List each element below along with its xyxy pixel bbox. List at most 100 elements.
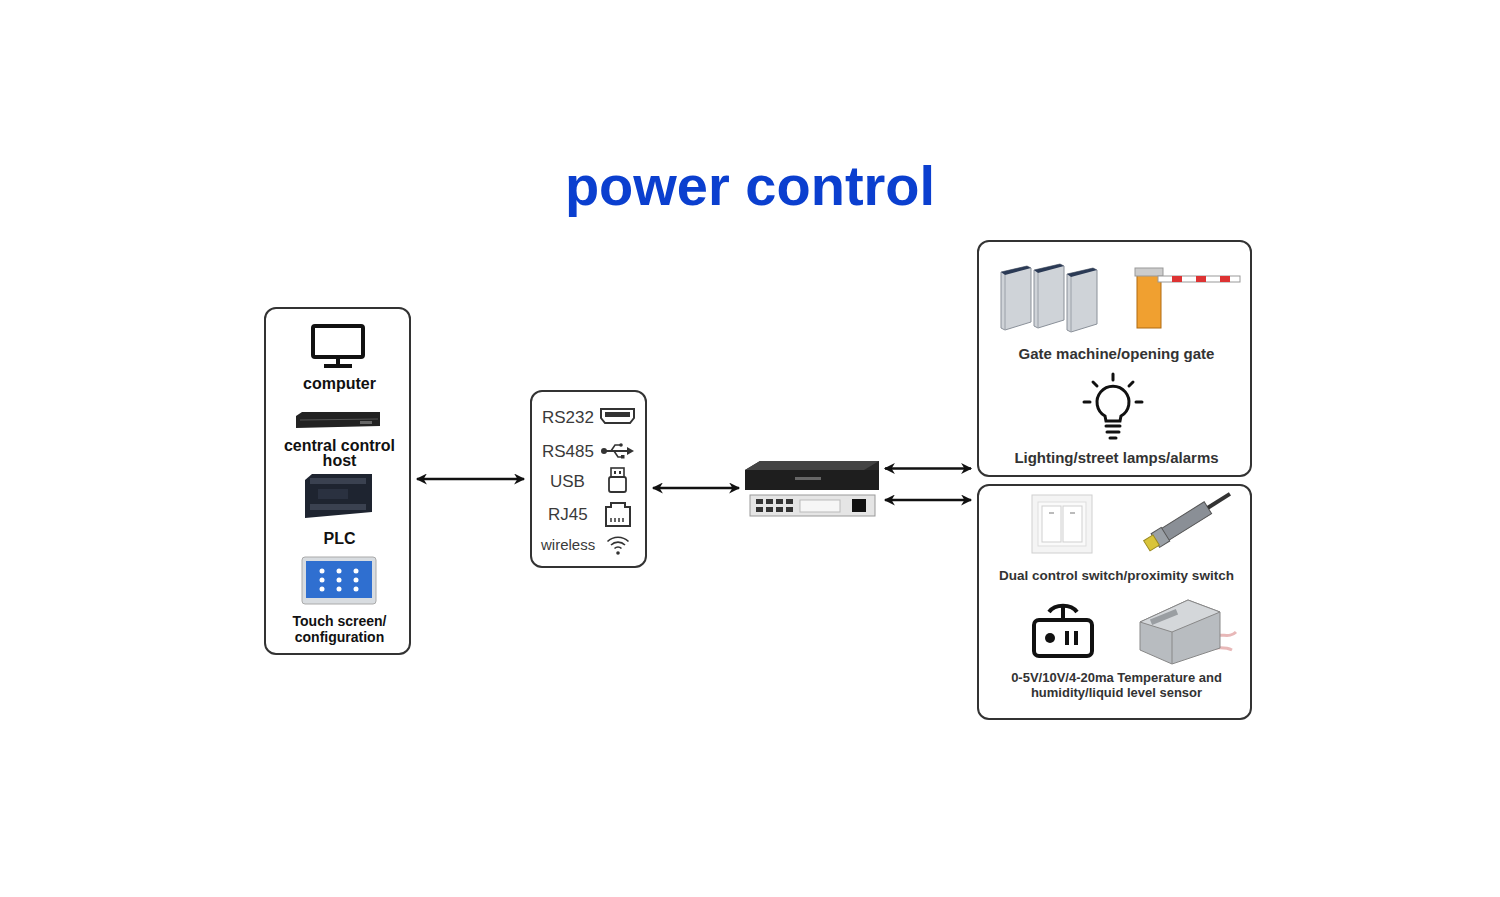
usb-symbol-icon-part (621, 455, 625, 459)
wireless-icon-part (616, 551, 620, 555)
rj45-port-icon (606, 503, 630, 526)
touchscreen-icon-part (354, 587, 359, 592)
proximity-sensor-icon (1143, 487, 1235, 553)
double-arrow (417, 478, 524, 481)
rack-device-icon-part (745, 470, 879, 490)
wall-switch-icon-part (1063, 506, 1082, 542)
wall-switch-icon-part (1032, 495, 1092, 553)
rj45-port-icon-part (614, 518, 616, 522)
usb-symbol-icon (601, 443, 634, 458)
usb-symbol-icon-part (627, 447, 634, 455)
rack-device-icon-part (795, 477, 821, 480)
usb-stick-icon-part (611, 468, 624, 477)
computer-icon-part (336, 357, 340, 364)
analog-signal-icon (1034, 604, 1092, 656)
touchscreen-icon-part (337, 587, 342, 592)
barrier-gate-icon-part (1196, 276, 1206, 282)
barrier-gate-icon-part (1137, 272, 1161, 328)
wireless-icon-part (608, 537, 629, 541)
bulb-icon-part (1097, 386, 1129, 421)
rack-device-icon-part (786, 507, 793, 512)
host-icon-part (296, 412, 380, 428)
plc-icon-part (318, 489, 348, 499)
gate-machine-icon-part (1067, 268, 1097, 332)
touchscreen-icon-part (320, 578, 325, 583)
gate-machine-icon-part (1001, 266, 1031, 275)
host-icon-part (360, 421, 372, 424)
usb-stick-icon-part (609, 477, 626, 492)
gate-machine-icon-part (1034, 264, 1064, 273)
usb-stick-icon-part (614, 471, 616, 474)
double-arrow (653, 487, 739, 490)
wall-switch-icon-part (1038, 502, 1086, 546)
rack-device-icon-part (766, 499, 773, 504)
touchscreen-icon-part (302, 557, 376, 604)
usb-symbol-icon-part (614, 451, 622, 457)
source-panel: computercentral control hostPLCTouch scr… (264, 307, 411, 655)
gate-machine-icon-part (1071, 277, 1072, 332)
wall-switch-icon-part (1049, 512, 1054, 514)
source-panel-label: Touch screen/ configuration (269, 613, 410, 645)
plc-icon-part (310, 504, 366, 510)
rack-device-icon-part (745, 461, 879, 490)
barrier-gate-icon-part (1158, 276, 1240, 282)
diagram-title: power control (0, 152, 1500, 219)
bulb-icon-part (1110, 437, 1116, 440)
proximity-sensor-icon-part (1144, 535, 1160, 551)
analog-signal-icon-part (1061, 604, 1065, 618)
interface-panel: RS232RS485USBRJ45wireless (530, 390, 647, 568)
touchscreen-icon-part (306, 561, 372, 598)
computer-icon-part (313, 326, 363, 357)
interface-panel-label: RJ45 (548, 505, 588, 525)
touchscreen-icon (302, 557, 376, 604)
computer-icon-part (324, 364, 352, 368)
touchscreen-icon-part (337, 569, 342, 574)
rj45-port-icon-part (610, 518, 612, 522)
computer-icon (313, 326, 363, 368)
rack-device-icon-part (852, 499, 866, 512)
wireless-icon-part (615, 547, 622, 548)
interface-panel-label: RS485 (542, 442, 594, 462)
analog-signal-icon-part (1034, 620, 1092, 656)
output-panel-label: Lighting/street lamps/alarms (1014, 449, 1218, 467)
plc-icon-part (310, 478, 366, 484)
rj45-port-icon-part (606, 503, 630, 526)
bulb-icon-part (1093, 382, 1097, 386)
rs232-port-icon (601, 409, 634, 423)
wall-switch-icon-part (1042, 506, 1061, 542)
input-panel-label: Dual control switch/proximity switch (999, 568, 1234, 584)
touchscreen-icon-part (354, 569, 359, 574)
analog-signal-icon-part (1065, 631, 1069, 645)
output-panel-label: Gate machine/opening gate (1019, 345, 1215, 363)
host-icon (296, 412, 380, 428)
gate-machine-icon-part (1005, 275, 1006, 330)
interface-panel-label: USB (550, 472, 585, 492)
double-arrow (885, 467, 971, 470)
touchscreen-icon-part (354, 578, 359, 583)
bulb-icon-part (1136, 401, 1142, 404)
rack-device-icon-part (750, 495, 875, 516)
proximity-sensor-icon-part (1208, 494, 1230, 508)
rack-device-icon-part (766, 507, 773, 512)
usb-symbol-icon-part (605, 450, 628, 452)
rack-device-icon-part (800, 500, 840, 512)
gate-machine-icon-part (1001, 266, 1031, 330)
bulb-icon-part (1129, 382, 1133, 386)
rack-device-icon-part (756, 499, 763, 504)
source-panel-label: PLC (324, 530, 356, 548)
touchscreen-icon-part (320, 587, 325, 592)
controller-device (745, 460, 879, 516)
rs232-port-icon-part (601, 409, 634, 423)
double-arrow (885, 499, 971, 502)
usb-symbol-icon-part (601, 448, 607, 454)
interface-panel-label: RS232 (542, 408, 594, 428)
gate-machine-icon-part (1038, 273, 1039, 328)
usb-stick-icon-part (619, 471, 621, 474)
wireless-icon (608, 537, 629, 555)
proximity-sensor-icon-part (1160, 502, 1212, 541)
bulb-icon-part (1107, 431, 1119, 434)
rs232-port-icon-part (605, 412, 630, 417)
touchscreen-icon-part (337, 578, 342, 583)
